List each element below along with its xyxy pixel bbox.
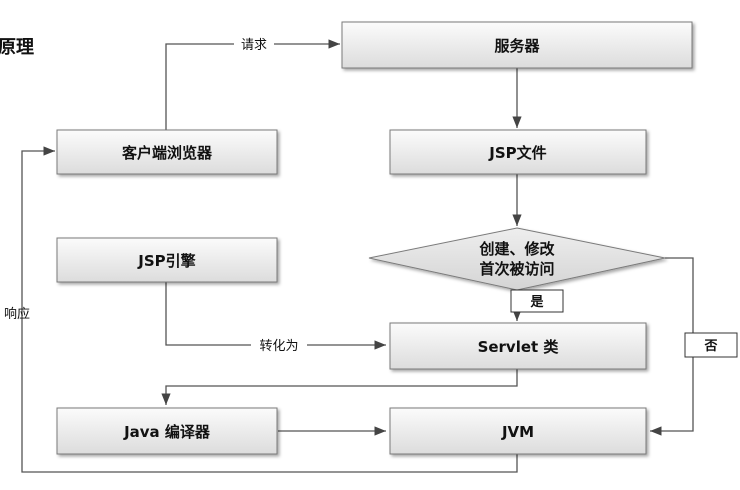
- edge-convert-label: 转化为: [259, 339, 298, 354]
- edge-servlet-to-compiler: [161, 369, 518, 405]
- jsp-engine-node: [56, 237, 278, 283]
- browser-label: 客户端浏览器: [121, 144, 213, 162]
- jvm-node: [389, 407, 647, 455]
- title-fragment: 原理: [0, 37, 34, 58]
- decision-label-line2: 首次被访问: [479, 260, 554, 278]
- edge-convert-label-bg: [251, 337, 307, 353]
- yes-tag-label: 是: [529, 295, 544, 310]
- servlet-node: [389, 322, 647, 370]
- edge-request-label-bg: [234, 36, 274, 52]
- java-compiler-node: [56, 407, 278, 455]
- edge-request-label: 请求: [241, 38, 267, 53]
- servlet-label: Servlet 类: [478, 338, 560, 356]
- jsp-file-label: JSP文件: [488, 144, 546, 162]
- edge-request: [165, 39, 340, 130]
- jsp-file-node: [389, 129, 647, 175]
- server-node: [341, 21, 693, 69]
- java-compiler-label: Java 编译器: [123, 423, 211, 441]
- edge-response-label: 响应: [4, 306, 30, 322]
- no-tag-label: 否: [703, 339, 717, 354]
- edge-response: [21, 146, 518, 473]
- jsp-engine-label: JSP引擎: [137, 252, 195, 270]
- edge-engine-to-servlet: [165, 282, 386, 350]
- no-tag: [684, 332, 738, 358]
- browser-node: [56, 129, 278, 175]
- decision-node: [368, 227, 666, 291]
- jvm-label: JVM: [501, 423, 534, 441]
- server-label: 服务器: [494, 37, 540, 55]
- decision-label-line1: 创建、修改: [478, 240, 555, 258]
- yes-tag: [510, 289, 564, 313]
